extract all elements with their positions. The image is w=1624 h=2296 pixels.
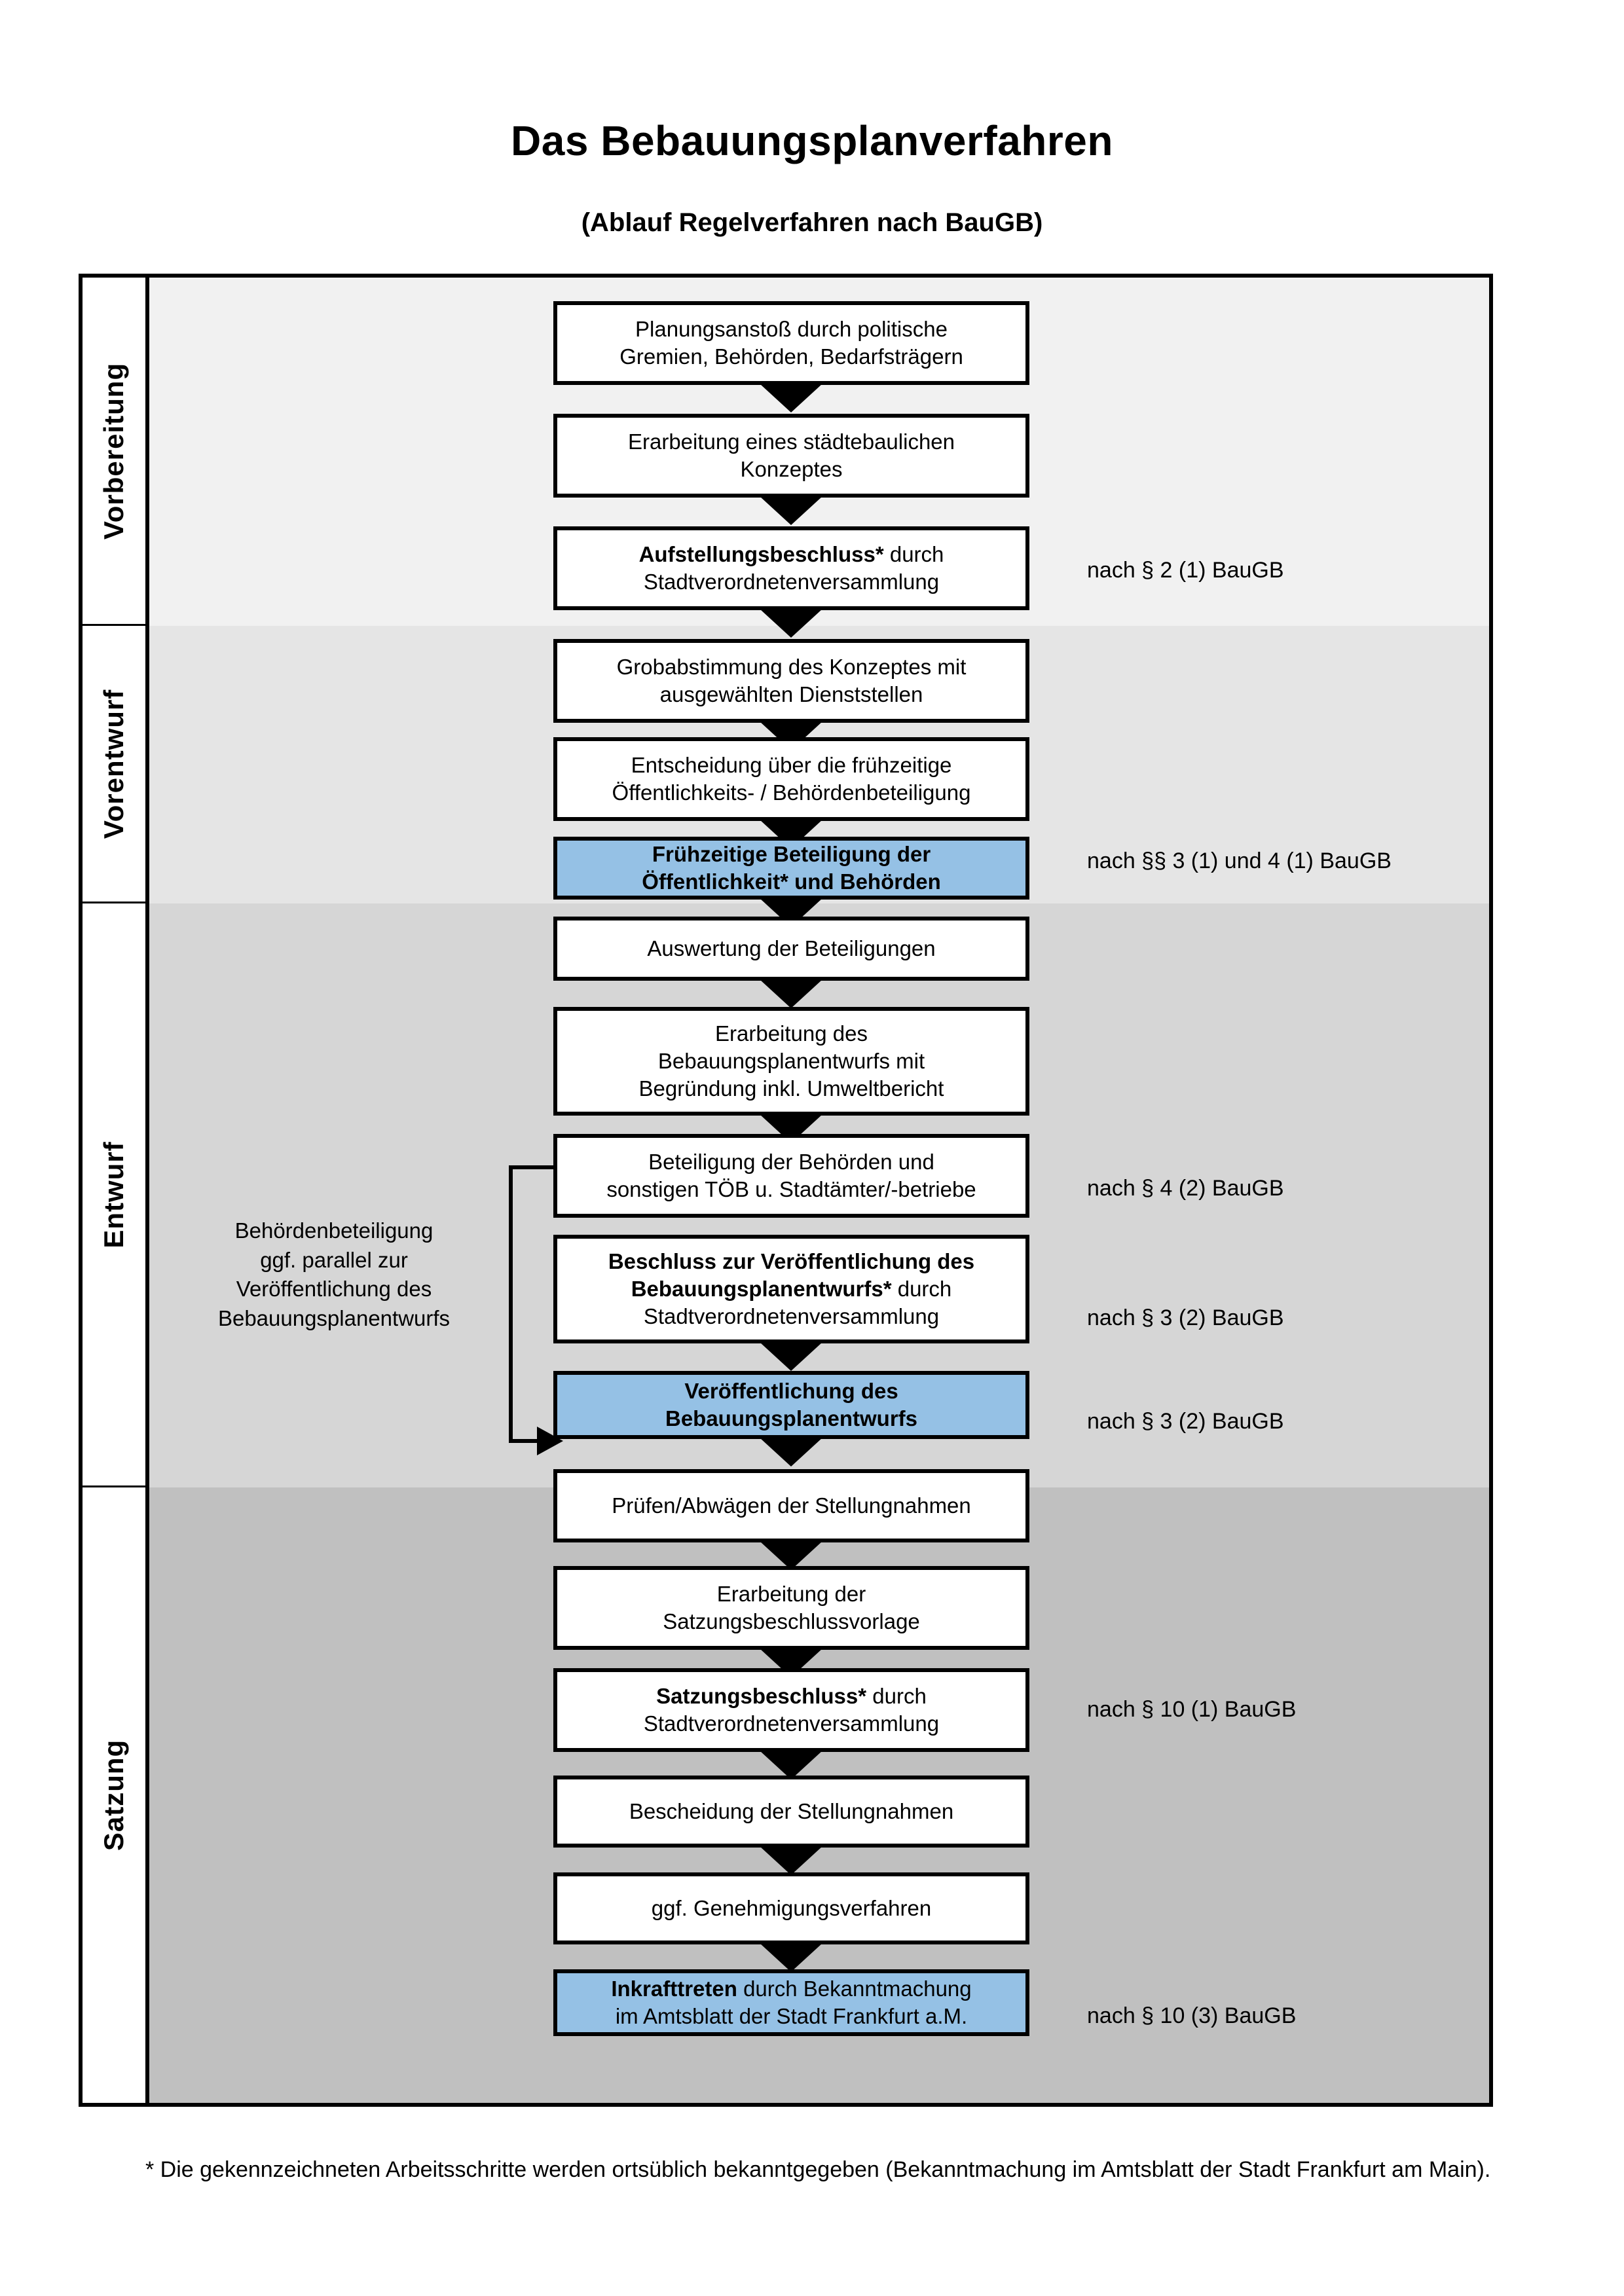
flow-arrow-down-icon — [760, 384, 822, 412]
phase-label-cell-satzung: Satzung — [83, 1487, 145, 2103]
legal-note-par2-1: nach § 2 (1) BauGB — [1087, 558, 1284, 583]
step-box-grobabstimmung[interactable]: Grobabstimmung des Konzeptes mit ausgewä… — [553, 639, 1029, 723]
step-text: Erarbeitung des Bebauungsplanentwurfs mi… — [638, 1021, 944, 1101]
step-text: Satzungsbeschluss* durch Stadtverordnete… — [643, 1683, 940, 1736]
step-text: Entscheidung über die frühzeitige Öffent… — [612, 752, 971, 805]
phase-column-divider — [145, 274, 149, 2107]
flow-arrow-down-icon — [760, 1342, 822, 1371]
flow-arrow-down-icon — [760, 979, 822, 1008]
step-box-planungsanstoss[interactable]: Planungsanstoß durch politische Gremien,… — [553, 301, 1029, 385]
step-box-entscheidung-fruehzeitige-beteiligung[interactable]: Entscheidung über die frühzeitige Öffent… — [553, 737, 1029, 821]
step-box-genehmigungsverfahren[interactable]: ggf. Genehmigungsverfahren — [553, 1872, 1029, 1944]
flow-arrow-down-icon — [760, 1751, 822, 1779]
side-note-behoerdenbeteiligung: Behördenbeteiligung ggf. parallel zur Ve… — [217, 1218, 451, 1330]
bracket-bottom-segment — [509, 1439, 540, 1443]
step-box-pruefen-abwaegen[interactable]: Prüfen/Abwägen der Stellungnahmen — [553, 1469, 1029, 1542]
step-box-auswertung-beteiligungen[interactable]: Auswertung der Beteiligungen — [553, 917, 1029, 981]
step-text: Inkrafttreten durch Bekanntmachung im Am… — [611, 1976, 972, 2028]
step-text: Beschluss zur Veröffentlichung des Bebau… — [608, 1248, 975, 1329]
legal-note-par3-2-b: nach § 3 (2) BauGB — [1087, 1409, 1284, 1434]
legal-note-par3-1-4-1: nach §§ 3 (1) und 4 (1) BauGB — [1087, 848, 1392, 873]
flow-arrow-down-icon — [760, 1541, 822, 1570]
page-title: Das Bebauungsplanverfahren — [511, 117, 1113, 164]
bracket-vertical-segment — [509, 1165, 513, 1443]
flow-arrow-down-icon — [760, 496, 822, 525]
legal-note-par3-2-a: nach § 3 (2) BauGB — [1087, 1305, 1284, 1330]
flow-arrow-down-icon — [760, 1438, 822, 1467]
step-text: Beteiligung der Behörden und sonstigen T… — [606, 1149, 976, 1201]
step-text: Prüfen/Abwägen der Stellungnahmen — [612, 1493, 971, 1518]
step-box-bescheidung-stellungnahmen[interactable]: Bescheidung der Stellungnahmen — [553, 1776, 1029, 1848]
step-text: Frühzeitige Beteiligung der Öffentlichke… — [642, 841, 941, 894]
legal-note-par10-1: nach § 10 (1) BauGB — [1087, 1697, 1297, 1722]
phase-label-cell-vorentwurf: Vorentwurf — [83, 626, 145, 903]
step-box-inkrafttreten[interactable]: Inkrafttreten durch Bekanntmachung im Am… — [553, 1969, 1029, 2036]
legal-note-par10-3: nach § 10 (3) BauGB — [1087, 2003, 1297, 2028]
step-box-staedtebauliches-konzept[interactable]: Erarbeitung eines städtebaulichen Konzep… — [553, 414, 1029, 498]
step-text: Planungsanstoß durch politische Gremien,… — [619, 316, 963, 369]
flow-arrow-down-icon — [760, 1846, 822, 1875]
bracket-top-segment — [509, 1165, 556, 1169]
step-text: Auswertung der Beteiligungen — [647, 936, 936, 960]
page-subtitle: (Ablauf Regelverfahren nach BauGB) — [581, 208, 1043, 237]
bracket-arrowhead-icon — [537, 1427, 563, 1455]
step-text: Aufstellungsbeschluss* durch Stadtverord… — [638, 541, 944, 594]
step-box-erarbeitung-satzungsbeschlussvorlage[interactable]: Erarbeitung der Satzungsbeschlussvorlage — [553, 1566, 1029, 1650]
step-box-fruehzeitige-beteiligung[interactable]: Frühzeitige Beteiligung der Öffentlichke… — [553, 837, 1029, 900]
legal-note-par4-2: nach § 4 (2) BauGB — [1087, 1176, 1284, 1201]
step-text: Veröffentlichung des Bebauungsplanentwur… — [665, 1378, 918, 1430]
phase-label-cell-entwurf: Entwurf — [83, 903, 145, 1487]
flow-arrow-down-icon — [760, 609, 822, 638]
step-box-veroeffentlichung-bebauungsplanentwurf[interactable]: Veröffentlichung des Bebauungsplanentwur… — [553, 1371, 1029, 1439]
flow-arrow-down-icon — [760, 1943, 822, 1972]
step-text: Erarbeitung eines städtebaulichen Konzep… — [627, 429, 955, 481]
step-text: ggf. Genehmigungsverfahren — [651, 1895, 932, 1920]
step-text: Erarbeitung der Satzungsbeschlussvorlage — [663, 1581, 920, 1633]
phase-label-cell-vorbereitung: Vorbereitung — [83, 278, 145, 626]
footnote: * Die gekennzeichneten Arbeitsschritte w… — [145, 2157, 1491, 2182]
step-text: Bescheidung der Stellungnahmen — [629, 1798, 954, 1823]
step-box-satzungsbeschluss[interactable]: Satzungsbeschluss* durch Stadtverordnete… — [553, 1668, 1029, 1752]
step-box-erarbeitung-bebauungsplanentwurf[interactable]: Erarbeitung des Bebauungsplanentwurfs mi… — [553, 1007, 1029, 1116]
diagram-frame — [79, 274, 1493, 2107]
step-box-aufstellungsbeschluss[interactable]: Aufstellungsbeschluss* durch Stadtverord… — [553, 526, 1029, 610]
step-box-beteiligung-behoerden-toeb[interactable]: Beteiligung der Behörden und sonstigen T… — [553, 1134, 1029, 1218]
step-text: Grobabstimmung des Konzeptes mit ausgewä… — [616, 654, 967, 706]
step-box-beschluss-veroeffentlichung[interactable]: Beschluss zur Veröffentlichung des Bebau… — [553, 1235, 1029, 1343]
